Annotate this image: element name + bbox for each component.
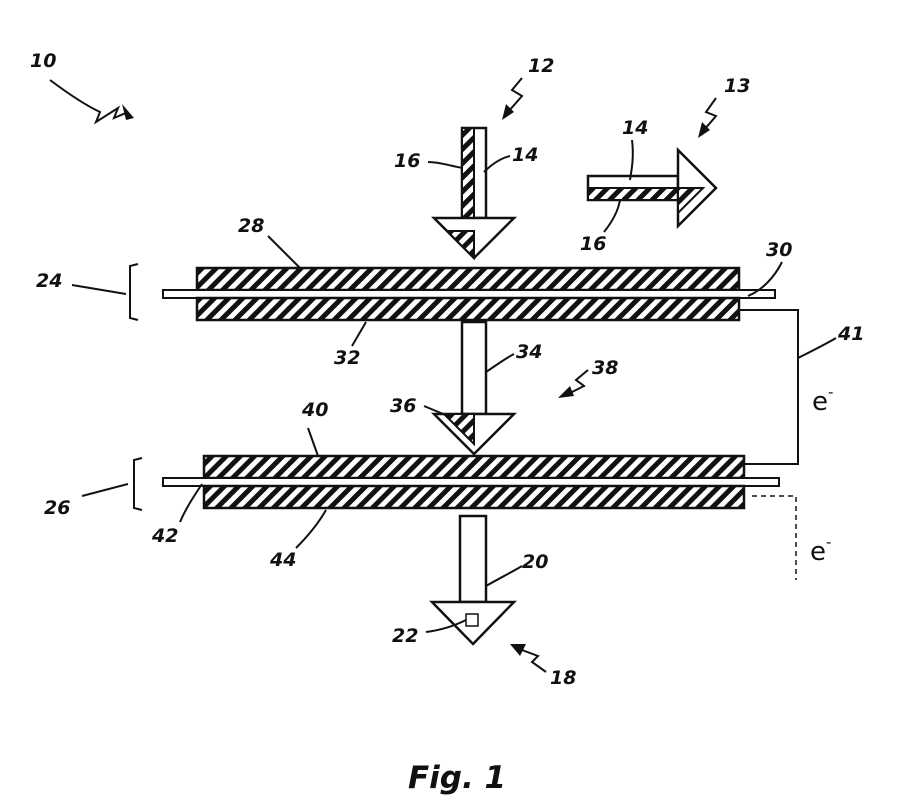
external-dashed-lead — [752, 496, 796, 580]
bracket-24 — [130, 264, 138, 320]
ref-38: 38 — [592, 357, 618, 379]
ref-30: 30 — [766, 239, 792, 261]
leader-16a — [428, 162, 463, 168]
leader-28 — [268, 236, 300, 268]
leader-24 — [72, 285, 126, 294]
lower-bottom-electrode — [204, 486, 744, 508]
ref-16a: 16 — [394, 150, 420, 172]
product-ref-squiggle — [510, 644, 546, 672]
electron-label-upper: e — [812, 387, 828, 417]
ref-41: 41 — [837, 323, 864, 345]
ref-34: 34 — [516, 341, 542, 363]
side-stream-arrow — [588, 150, 716, 226]
product-particle — [466, 614, 478, 626]
ref-12: 12 — [528, 55, 554, 77]
bracket-26 — [134, 458, 142, 510]
ref-18: 18 — [550, 667, 576, 689]
leader-41 — [798, 338, 836, 358]
upper-top-electrode — [197, 268, 739, 290]
ref-20: 20 — [522, 551, 548, 573]
ref-14b: 14 — [622, 117, 648, 139]
leader-40 — [308, 428, 318, 456]
intermediate-stream-arrow — [434, 322, 514, 454]
ref-10: 10 — [30, 50, 56, 72]
ref-24: 24 — [36, 270, 62, 292]
ref-44: 44 — [269, 549, 296, 571]
leader-44 — [296, 510, 326, 548]
leader-42 — [180, 484, 202, 522]
ref-26: 26 — [44, 497, 70, 519]
side-ref-squiggle — [698, 98, 716, 138]
electron-sign-upper: - — [828, 383, 833, 401]
feed-stream-arrow — [434, 128, 514, 258]
ref-42: 42 — [151, 525, 178, 547]
ref-14a: 14 — [512, 144, 538, 166]
leader-26 — [82, 484, 128, 496]
intermediate-ref-squiggle — [558, 370, 588, 398]
ref-13: 13 — [724, 75, 750, 97]
electron-sign-lower: - — [826, 533, 831, 551]
leader-14b — [630, 140, 633, 180]
lower-cell — [163, 456, 779, 508]
feed-ref-squiggle — [502, 78, 522, 120]
ref-32: 32 — [334, 347, 360, 369]
figure-caption: Fig. 1 — [408, 760, 506, 796]
external-circuit-wire — [740, 310, 798, 464]
lower-top-electrode — [204, 456, 744, 478]
ref-16b: 16 — [580, 233, 606, 255]
ref-40: 40 — [301, 399, 328, 421]
leader-20 — [486, 566, 522, 586]
leader-16b — [604, 200, 620, 232]
leader-34 — [486, 354, 514, 372]
upper-cell — [163, 268, 775, 320]
product-stream-arrow — [432, 516, 514, 644]
ref-28: 28 — [238, 215, 264, 237]
electron-label-lower: e — [810, 537, 826, 567]
upper-bottom-electrode — [197, 298, 739, 320]
ref-22: 22 — [392, 625, 418, 647]
system-ref-arrow — [50, 80, 134, 122]
ref-36: 36 — [390, 395, 416, 417]
leader-14a — [484, 156, 510, 172]
leader-32 — [352, 322, 366, 346]
